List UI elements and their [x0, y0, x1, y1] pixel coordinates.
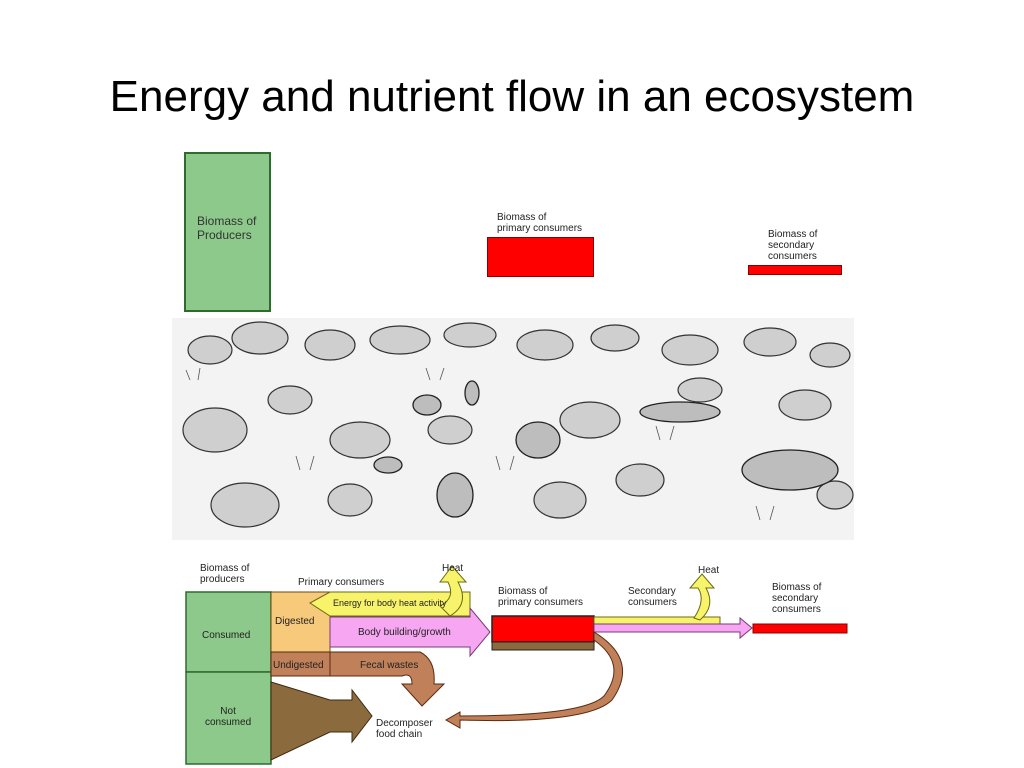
flow-undigested-label: Undigested — [273, 660, 324, 671]
flow-digested-label: Digested — [275, 616, 315, 627]
prairie-dog-3 — [373, 456, 403, 474]
prairie-dog-4 — [436, 472, 474, 518]
animals — [373, 380, 839, 518]
flow-not-consumed-label: Not consumed — [205, 706, 252, 728]
flow-primary-biomass-base — [491, 641, 595, 651]
grass-strokes — [185, 367, 775, 521]
primary-biomass-bar — [487, 237, 594, 277]
rabbit-sitting — [515, 421, 561, 459]
producers-biomass-label: Biomass of Producers — [197, 214, 257, 242]
producers-biomass-bar — [184, 152, 271, 312]
flow-secondary-biomass-label: Biomass of secondary consumers — [772, 582, 822, 615]
flow-producers-consumed — [185, 591, 272, 673]
not-consumed-arrow — [270, 681, 373, 761]
flow-secondary-biomass-bar — [752, 623, 848, 634]
flow-heat-label-1: Heat — [442, 563, 464, 574]
flow-secondary-consumers-label: Secondary consumers — [628, 586, 677, 608]
coyote — [741, 449, 839, 491]
slide-title: Energy and nutrient flow in an ecosystem — [109, 72, 915, 121]
rabbit-running — [639, 401, 721, 423]
flow-decomposer-label: Decomposer food chain — [376, 718, 433, 740]
prairie-dog-1 — [412, 394, 442, 416]
flow-primary-biomass-label: Biomass of primary consumers — [498, 586, 584, 608]
flow-heat-label-2: Heat — [698, 565, 720, 576]
shrubs — [182, 321, 854, 528]
flow-body-building-label: Body building/growth — [358, 627, 451, 638]
flow-producers-label: Biomass of producers — [200, 563, 250, 585]
flow-primary-consumers-label: Primary consumers — [298, 577, 385, 588]
primary-biomass-label: Biomass of primary consumers — [497, 212, 583, 234]
flow-primary-biomass-bar — [491, 615, 595, 643]
fecal-waste-arrow — [329, 651, 446, 707]
body-building-arrow — [329, 606, 491, 658]
energy-heat-band — [309, 591, 471, 617]
prairie-dog-2 — [464, 380, 480, 406]
heat-arrow-1 — [439, 565, 468, 617]
flow-producers-not-consumed — [185, 671, 272, 765]
flow-fecal-wastes-label: Fecal wastes — [360, 660, 419, 671]
secondary-growth-arrow — [593, 616, 753, 640]
flow-energy-heat-label: Energy for body heat activity — [333, 598, 447, 608]
heat-arrow-2 — [688, 573, 716, 621]
secondary-biomass-bar — [748, 265, 842, 275]
secondary-biomass-label: Biomass of secondary consumers — [768, 229, 818, 262]
return-to-decomposer-arrow — [444, 631, 624, 729]
flow-consumed-label: Consumed — [202, 630, 251, 641]
